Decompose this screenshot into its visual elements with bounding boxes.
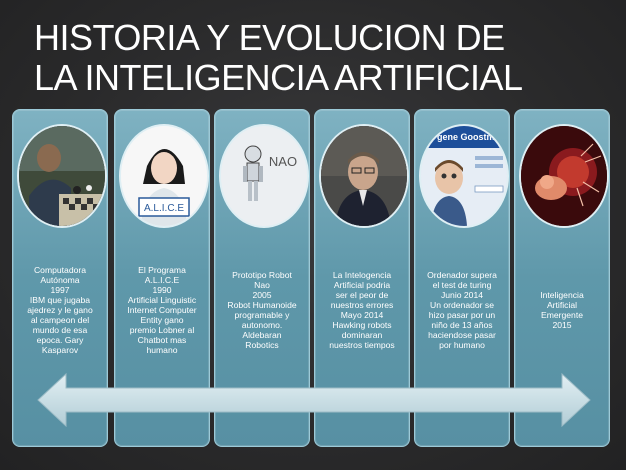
panel-3-caption: Prototipo Robot Nao 2005 Robot Humanoide… — [217, 270, 307, 350]
caption-line: 1990 — [152, 285, 172, 295]
alice-image-icon: A.L.I.C.E — [121, 126, 207, 226]
caption-line: 2005 — [252, 290, 272, 300]
caption-line: Autónoma — [40, 275, 80, 285]
caption-line: Artificial — [546, 300, 578, 310]
caption-line: La Intelogencia — [332, 270, 392, 280]
caption-line: Internet Computer — [127, 305, 197, 315]
title-line-2: LA INTELIGENCIA ARTIFICIAL — [34, 57, 523, 98]
caption-line: dominaran — [341, 330, 383, 340]
timeline-panel-may-2014: La Intelogencia Artificial podria ser el… — [314, 109, 410, 447]
chess-match-photo — [17, 124, 107, 228]
caption-line: hizo pasar por un — [428, 310, 496, 320]
eugene-goostman-photo: gene Goostman — [419, 124, 509, 228]
caption-line: Computadora — [33, 265, 87, 275]
caption-line: Mayo 2014 — [340, 310, 384, 320]
caption-line: humano — [146, 345, 178, 355]
panel-1-caption: Computadora Autónoma 1997 IBM que jugaba… — [15, 265, 105, 355]
caption-line: nuestros tiempos — [329, 340, 395, 350]
timeline-panel-1997: Computadora Autónoma 1997 IBM que jugaba… — [12, 109, 108, 447]
chatbot-image-icon: gene Goostman — [421, 126, 507, 226]
caption-line: por humano — [439, 340, 485, 350]
caption-line: Artificial Linguistic — [127, 295, 197, 305]
svg-text:NAO: NAO — [269, 154, 297, 169]
caption-line: haciendose pasar — [428, 330, 496, 340]
embryo-image-icon — [521, 126, 607, 226]
svg-text:A.L.I.C.E: A.L.I.C.E — [144, 203, 184, 214]
caption-line: Emergente — [540, 310, 584, 320]
stephen-hawking-photo — [319, 124, 409, 228]
caption-line: Robotics — [245, 340, 279, 350]
caption-line: Un ordenador se — [429, 300, 495, 310]
caption-line: Inteligencia — [540, 290, 584, 300]
double-headed-arrow-icon — [37, 372, 591, 428]
caption-line: Prototipo Robot — [232, 270, 292, 280]
caption-line: Hawking robots — [332, 320, 392, 330]
svg-text:gene Goostman: gene Goostman — [437, 132, 505, 142]
caption-line: ser el peor de — [335, 290, 389, 300]
caption-line: El Programa — [138, 265, 186, 275]
caption-line: Ordenador supera — [427, 270, 497, 280]
caption-line: ajedrez y le gano — [27, 305, 93, 315]
caption-line: Artificial podria — [333, 280, 391, 290]
caption-line: Junio 2014 — [440, 290, 484, 300]
caption-line: Robot Humanoide — [227, 300, 297, 310]
caption-line: programable y — [234, 310, 290, 320]
caption-line: Chatbot mas — [137, 335, 187, 345]
caption-line: el test de turing — [432, 280, 492, 290]
caption-line: Entity gano — [140, 315, 184, 325]
caption-line: Aldebaran — [242, 330, 282, 340]
nao-robot-photo: NAO — [219, 124, 309, 228]
caption-line: al campeon del — [30, 315, 90, 325]
panel-5-caption: Ordenador supera el test de turing Junio… — [417, 270, 507, 350]
caption-line: Kasparov — [41, 345, 79, 355]
emergent-embryo-photo — [519, 124, 609, 228]
caption-line: epoca. Gary — [36, 335, 84, 345]
caption-line: A.L.I.C.E — [144, 275, 180, 285]
caption-line: mundo de esa — [32, 325, 88, 335]
alice-chatbot-photo: A.L.I.C.E — [119, 124, 209, 228]
title-line-1: HISTORIA Y EVOLUCION DE — [34, 17, 505, 58]
caption-line: premio Lobner al — [129, 325, 195, 335]
slide-title: HISTORIA Y EVOLUCION DE LA INTELIGENCIA … — [34, 18, 614, 98]
caption-line: 1997 — [50, 285, 70, 295]
caption-line: niño de 13 años — [431, 320, 493, 330]
robot-image-icon: NAO — [221, 126, 307, 226]
chess-image-icon — [19, 126, 105, 226]
caption-line: 2015 — [552, 320, 572, 330]
caption-line: Nao — [254, 280, 270, 290]
panel-4-caption: La Intelogencia Artificial podria ser el… — [317, 270, 407, 350]
caption-line: IBM que jugaba — [29, 295, 91, 305]
panel-2-caption: El Programa A.L.I.C.E 1990 Artificial Li… — [117, 265, 207, 355]
portrait-image-icon — [321, 126, 407, 226]
caption-line: autonomo. — [241, 320, 283, 330]
panel-6-caption: Inteligencia Artificial Emergente 2015 — [517, 290, 607, 330]
caption-line: nuestros errores — [330, 300, 394, 310]
